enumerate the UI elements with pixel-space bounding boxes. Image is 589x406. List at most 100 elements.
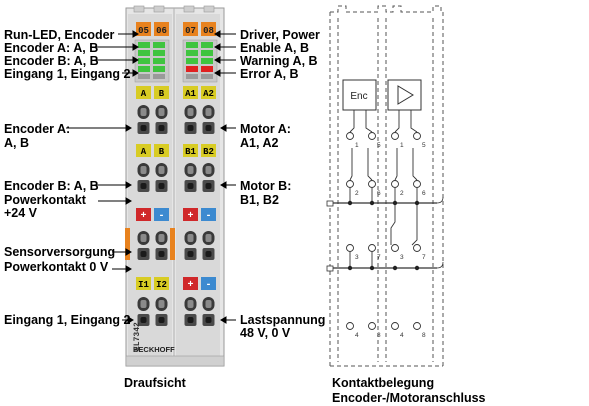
contact-pin xyxy=(346,132,354,140)
contact-pin-number: 2 xyxy=(355,190,359,197)
contact-pin xyxy=(413,132,421,140)
label-motor-b-pins: B1, B2 xyxy=(240,193,279,207)
junction-dot xyxy=(347,265,353,271)
contact-pin-number: 6 xyxy=(422,190,426,197)
contact-pin xyxy=(346,180,354,188)
terminal-opening-inner xyxy=(140,300,147,308)
terminal-opening-inner xyxy=(205,251,212,257)
junction-dot xyxy=(392,200,398,206)
junction-dot xyxy=(414,200,420,206)
power-tab-label: + xyxy=(187,280,193,291)
terminal-opening-inner xyxy=(187,317,194,323)
terminal-opening-inner xyxy=(187,108,194,116)
contact-pin xyxy=(368,244,376,252)
contact-tab-label: B1 xyxy=(185,147,196,157)
terminal-opening-inner xyxy=(187,300,194,308)
label-sensorversorgung: Sensorversorgung xyxy=(4,245,116,259)
power-tab-plus xyxy=(183,277,198,290)
contact-pin-number: 7 xyxy=(377,254,381,261)
power-contact-strip xyxy=(170,228,175,260)
terminal-opening-inner xyxy=(140,108,147,116)
label-lastspannung: Lastspannung xyxy=(240,313,326,327)
right-pointer-arrows xyxy=(214,30,236,324)
contact-pin-number: 2 xyxy=(400,190,404,197)
label-run-led-encoder: Run-LED, Encoder xyxy=(4,28,115,42)
terminal-opening-inner xyxy=(158,125,165,131)
label-eingang-top: Eingang 1, Eingang 2 xyxy=(4,67,131,81)
power-rail-marker xyxy=(326,200,334,207)
junction-dot xyxy=(392,265,398,271)
encoder-block xyxy=(342,79,377,111)
caption-draufsicht: Draufsicht xyxy=(124,376,186,390)
label-warning-ab: Warning A, B xyxy=(240,54,318,68)
terminal-opening-inner xyxy=(187,125,194,131)
input-tab-label: I1 xyxy=(138,280,149,290)
terminal-opening-inner xyxy=(205,183,212,189)
terminal-opening-inner xyxy=(158,166,165,174)
label-lastspannung-value: 48 V, 0 V xyxy=(240,326,291,340)
led-tab-08 xyxy=(201,22,216,36)
contact-pin xyxy=(368,322,376,330)
contact-tab-label: A xyxy=(141,89,147,99)
contact-tab-row2-b2 xyxy=(201,144,216,157)
terminal-opening-inner xyxy=(205,166,212,174)
contact-tab-label: B2 xyxy=(203,147,214,157)
power-contact-strip xyxy=(125,228,130,260)
contact-tab-row1-a2 xyxy=(201,86,216,99)
contact-pin-number: 6 xyxy=(377,190,381,197)
terminal-opening-inner xyxy=(205,234,212,242)
contact-pin-number: 3 xyxy=(400,254,404,261)
label-encoder-b: Encoder B: A, B xyxy=(4,179,99,193)
contact-pin-number: 8 xyxy=(422,332,426,339)
input-tab-i1 xyxy=(136,277,151,290)
schematic-wiring xyxy=(349,110,418,268)
contact-pin-number: 3 xyxy=(355,254,359,261)
contact-pin-number: 4 xyxy=(400,332,404,339)
terminal-opening-inner xyxy=(205,125,212,131)
contact-pin-number: 5 xyxy=(422,142,426,149)
caption-encoder-motoranschluss: Encoder-/Motoranschluss xyxy=(332,391,486,405)
contact-pin xyxy=(391,180,399,188)
led-tab-05 xyxy=(136,22,151,36)
label-encoder-a-ab: Encoder A: A, B xyxy=(4,41,99,55)
contact-pin xyxy=(346,244,354,252)
label-powerkontakt-0v: Powerkontakt 0 V xyxy=(4,260,109,274)
label-motor-b: Motor B: xyxy=(240,179,292,193)
terminal-opening-inner xyxy=(158,317,165,323)
contact-tab-row1-b xyxy=(154,86,169,99)
power-tab-label: + xyxy=(187,211,193,222)
power-tab-plus xyxy=(183,208,198,221)
power-tab-label: + xyxy=(140,211,146,222)
terminal-opening-inner xyxy=(140,166,147,174)
power-tab-minus xyxy=(154,208,169,221)
contact-pin xyxy=(413,244,421,252)
terminal-opening-inner xyxy=(158,251,165,257)
schematic-outline xyxy=(329,5,444,367)
label-motor-a-pins: A1, A2 xyxy=(240,136,279,150)
terminal-opening-inner xyxy=(187,166,194,174)
terminal-opening-inner xyxy=(158,108,165,116)
power-tab-plus xyxy=(136,208,151,221)
contact-tab-row2-b1 xyxy=(183,144,198,157)
label-powerkontakt: Powerkontakt xyxy=(4,193,86,207)
terminal-opening-inner xyxy=(187,251,194,257)
led-tab-label: 08 xyxy=(203,26,214,36)
junction-dot xyxy=(369,200,375,206)
label-encoder-b-ab: Encoder B: A, B xyxy=(4,54,99,68)
contact-tab-label: B xyxy=(159,89,165,99)
led-block-right xyxy=(182,39,218,83)
junction-dot xyxy=(347,200,353,206)
label-plus-24v: +24 V xyxy=(4,206,38,220)
schematic-junctions xyxy=(347,200,420,271)
contact-pin xyxy=(391,132,399,140)
contact-tab-label: B xyxy=(159,147,165,157)
terminal-opening-inner xyxy=(205,317,212,323)
left-pointer-arrows xyxy=(66,30,139,324)
terminal-holes xyxy=(137,105,215,326)
terminal-opening-inner xyxy=(205,300,212,308)
terminal-opening-inner xyxy=(140,125,147,131)
terminal-opening-inner xyxy=(158,183,165,189)
driver-triangle-icon xyxy=(397,85,414,105)
